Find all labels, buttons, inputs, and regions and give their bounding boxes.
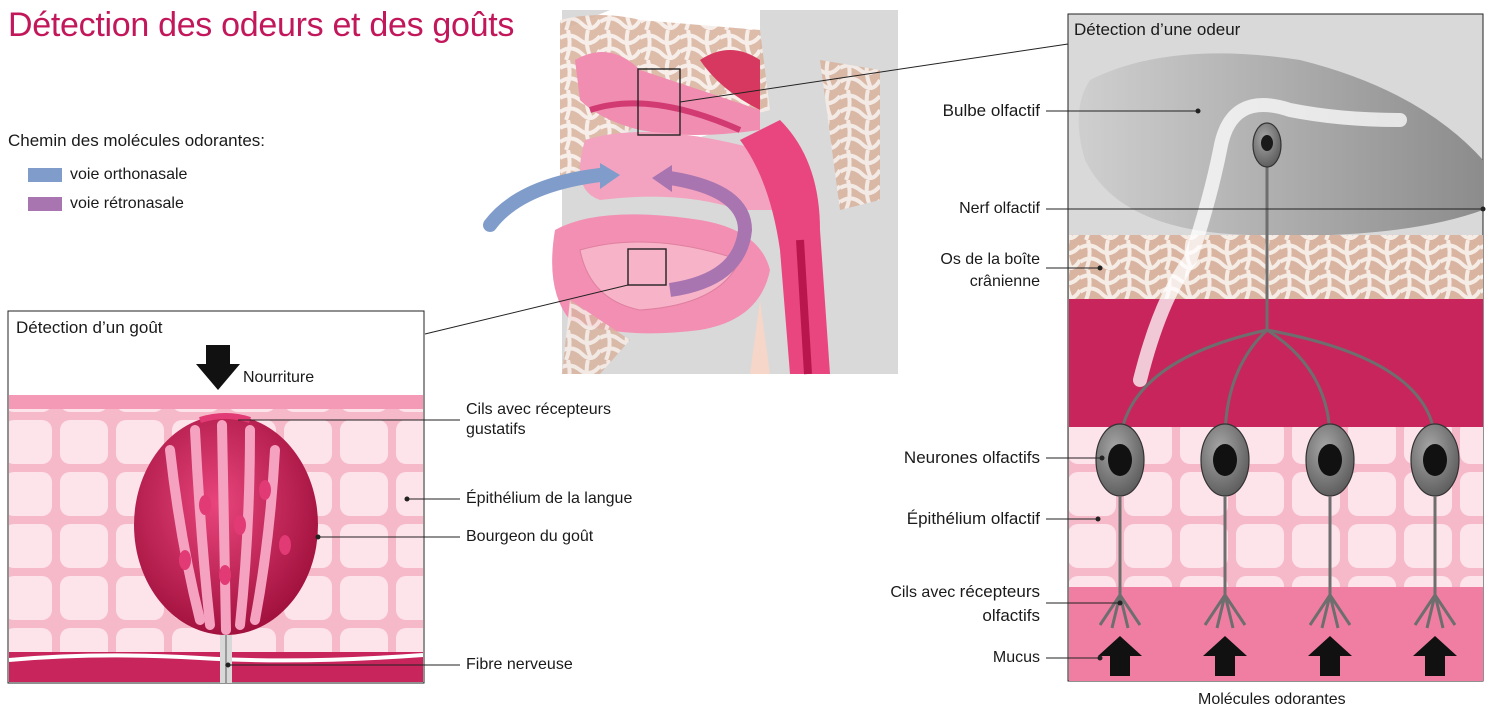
skull-bone-label-line1: Os de la boîte: [940, 250, 1040, 270]
main-title: Détection des odeurs et des goûts: [8, 6, 514, 45]
olfactory-epithelium-label: Épithélium olfactif: [907, 509, 1040, 529]
head-cross-section: [490, 10, 898, 374]
cilia-prefix: Cils avec: [890, 584, 959, 601]
olfactory-neurons-label: Neurones olfactifs: [904, 448, 1040, 468]
smell-panel-title: Détection d’une odeur: [1074, 20, 1240, 40]
nerve-fiber-label: Fibre nerveuse: [466, 655, 573, 675]
food-label: Nourriture: [243, 368, 314, 388]
smell-panel: [1046, 14, 1486, 681]
taste-panel-title: Détection d’un goût: [16, 318, 163, 338]
taste-bud-label: Bourgeon du goût: [466, 527, 593, 547]
cilia-bold-1: récepteurs: [960, 582, 1040, 601]
legend-item-retronasal: voie rétronasale: [70, 194, 184, 214]
legend-item-orthonasal: voie orthonasale: [70, 165, 187, 185]
olfactory-nerve-label: Nerf olfactif: [959, 199, 1040, 219]
olfactory-cilia-label-line2: olfactifs: [982, 606, 1040, 626]
tongue-epithelium-label: Épithélium de la langue: [466, 489, 632, 509]
legend-swatch-retronasal: [28, 197, 62, 211]
taste-cilia-label: Cils avec récepteurs gustatifs: [466, 400, 666, 440]
taste-panel: [8, 311, 460, 683]
olfactory-bulb-label: Bulbe olfactif: [943, 101, 1040, 121]
legend-swatch-orthonasal: [28, 168, 62, 182]
mucus-label: Mucus: [993, 648, 1040, 668]
odorant-molecules-label: Molécules odorantes: [1198, 690, 1346, 710]
legend-title: Chemin des molécules odorantes:: [8, 131, 265, 151]
skull-bone-label-line2: crânienne: [970, 272, 1040, 292]
olfactory-cilia-label-line1: Cils avec récepteurs: [890, 582, 1040, 603]
